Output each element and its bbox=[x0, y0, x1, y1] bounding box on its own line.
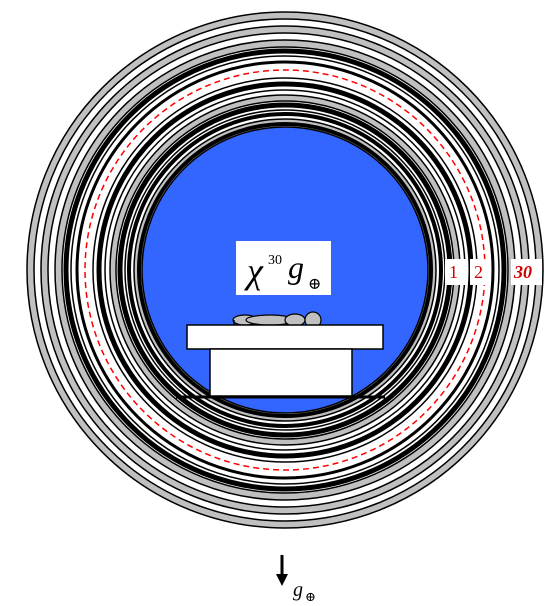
chamber-label-box bbox=[236, 241, 331, 295]
shell-label-30: 30 bbox=[513, 262, 532, 282]
shell-label-box-1 bbox=[445, 259, 466, 285]
shell-label-box-2 bbox=[470, 259, 490, 285]
chamber-label-quantity: g bbox=[288, 249, 304, 285]
shell-label-box-30 bbox=[511, 259, 542, 285]
gravity-arrow-icon bbox=[276, 555, 288, 586]
chamber-label-subscript: ⊕ bbox=[308, 276, 321, 293]
table-top bbox=[186, 324, 384, 350]
shell-label-2: 2 bbox=[474, 262, 483, 282]
gravity-label-subscript: ⊕ bbox=[305, 589, 316, 604]
inner-shell-ring bbox=[137, 122, 433, 418]
shell-ring bbox=[127, 112, 443, 428]
reclining-person-icon bbox=[232, 311, 322, 329]
chamber-label-symbol: χ bbox=[244, 251, 264, 291]
table bbox=[176, 324, 385, 399]
chamber-label-exponent: 30 bbox=[268, 253, 282, 268]
shell-ring bbox=[63, 48, 507, 492]
shell-label-1: 1 bbox=[449, 262, 458, 282]
shell-ring bbox=[75, 60, 495, 480]
gravity-label-quantity: g bbox=[293, 579, 303, 601]
shell-labels: 1 2 30 bbox=[445, 259, 542, 285]
table-base bbox=[209, 348, 353, 397]
